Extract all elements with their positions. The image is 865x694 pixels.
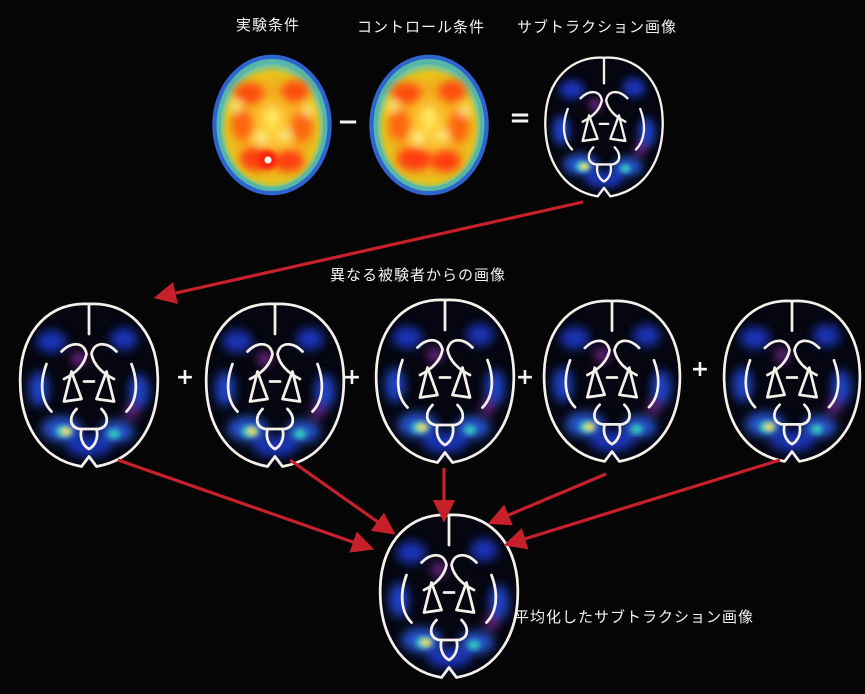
arrow-subject5-to-average — [508, 460, 780, 544]
subtraction-image — [545, 56, 662, 197]
label-control: コントロール条件 — [357, 20, 485, 35]
arrow-subject1-to-average — [118, 460, 370, 548]
arrow-subject2-to-average — [290, 460, 392, 532]
experiment-pet-image — [212, 55, 331, 196]
plus-operator-3: + — [516, 367, 534, 389]
control-pet-image — [369, 55, 488, 196]
label-experiment: 実験条件 — [236, 18, 300, 33]
plus-operator-2: + — [343, 367, 361, 389]
subject-image-4 — [544, 299, 680, 462]
label-subjects: 異なる被験者からの画像 — [330, 268, 506, 283]
subject-image-3 — [376, 298, 514, 463]
plus-operator-4: + — [691, 359, 709, 381]
label-subtraction: サブトラクション画像 — [517, 20, 677, 35]
experiment-hotspot — [259, 151, 277, 169]
average-image — [380, 513, 518, 678]
subject-image-5 — [724, 299, 860, 462]
subject-image-2 — [206, 302, 344, 467]
minus-operator: − — [337, 109, 359, 135]
arrow-subject4-to-average — [492, 474, 606, 522]
label-averaged: 平均化したサブトラクション画像 — [514, 610, 754, 625]
plus-operator-1: + — [176, 367, 194, 389]
subject-image-1 — [20, 302, 158, 467]
equals-operator: = — [509, 105, 531, 131]
